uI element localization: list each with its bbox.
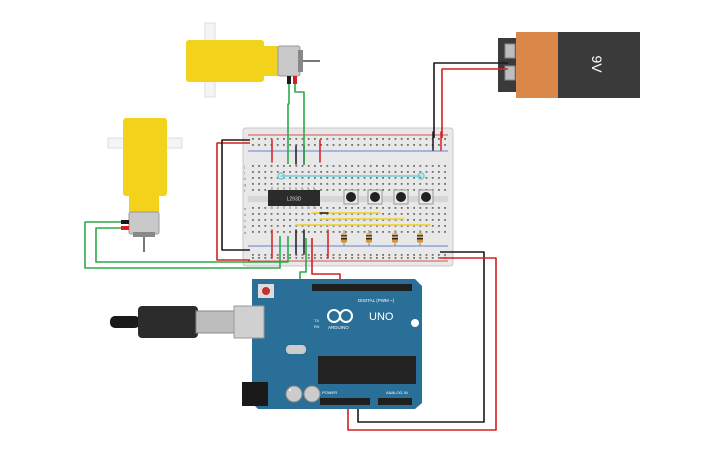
digital-label: DIGITAL (PWM ~) [358, 298, 395, 303]
arduino-uno[interactable]: UNO ARDUINO DIGITAL (PWM ~) POWER ANALOG… [110, 279, 422, 409]
breadboard-jumpers[interactable] [271, 131, 442, 259]
resistor [366, 230, 372, 246]
resistor [417, 230, 423, 246]
board-label: UNO [369, 311, 394, 323]
digital-header [312, 284, 412, 291]
wire-red [347, 257, 497, 431]
dc-motor[interactable] [107, 118, 183, 252]
row-letter: b [244, 224, 247, 229]
row-letter: e [244, 206, 247, 211]
push-button [393, 189, 409, 205]
resistor [392, 230, 398, 246]
chip-label: L293D [287, 197, 302, 203]
brand-label: ARDUINO [328, 325, 349, 330]
power-header [320, 398, 370, 405]
usb-cable[interactable] [110, 305, 265, 339]
battery-9v[interactable]: 9V [498, 32, 640, 98]
push-button [367, 189, 383, 205]
row-letter: a [244, 230, 247, 235]
rx-label: RX [314, 324, 320, 329]
resistors[interactable] [341, 230, 423, 246]
row-letter: f [244, 188, 246, 193]
battery-label: 9V [589, 55, 605, 73]
wire-black [221, 139, 250, 251]
push-button [343, 189, 359, 205]
wire-red [441, 68, 508, 138]
power-jack [242, 382, 268, 406]
tx-label: TX [314, 318, 319, 323]
power-label: POWER [322, 390, 337, 395]
resistor [341, 230, 347, 246]
analog-header [378, 398, 412, 405]
push-button [418, 189, 434, 205]
row-letter: c [244, 218, 246, 223]
row-letter: g [244, 182, 246, 187]
analog-label: ANALOG IN [386, 390, 408, 395]
push-buttons[interactable] [343, 189, 434, 205]
wire-red [216, 142, 250, 261]
row-letters-top: j i h g f [243, 164, 246, 193]
atmega-chip [318, 356, 416, 384]
wire-green [95, 227, 289, 263]
wire-green [84, 221, 281, 269]
row-letters-bottom: e d c b a [244, 206, 247, 235]
wire-green [287, 84, 290, 164]
wire-green [294, 84, 305, 164]
wire-black [433, 62, 508, 138]
row-letter: j [243, 164, 245, 169]
l293d-chip[interactable]: L293D [268, 187, 320, 209]
row-letter: i [244, 170, 245, 175]
mounting-hole [411, 319, 419, 327]
dc-motor[interactable] [186, 22, 320, 98]
row-letter: d [244, 212, 246, 217]
row-letter: h [244, 176, 246, 181]
wire-black [357, 251, 485, 423]
reset-button [262, 287, 270, 295]
